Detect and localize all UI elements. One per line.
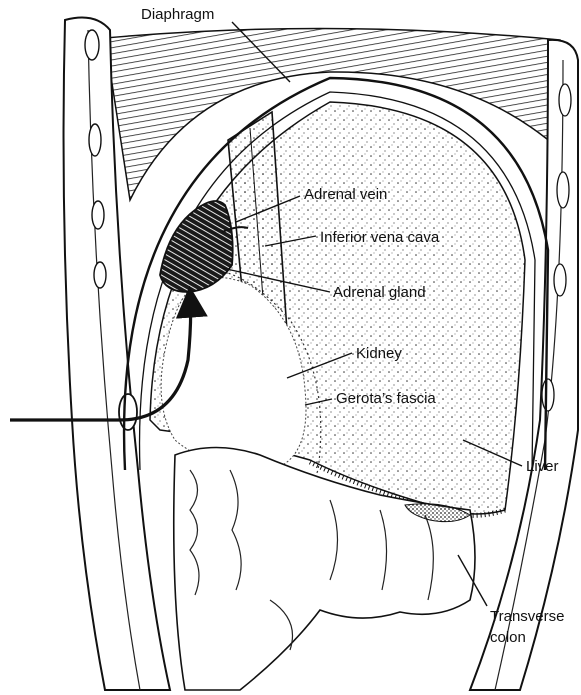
label-liver: Liver — [526, 458, 559, 475]
left-wall-node — [92, 201, 104, 229]
label-gerotas-fascia: Gerota’s fascia — [336, 390, 436, 407]
left-wall-node — [85, 30, 99, 60]
label-adrenal-vein: Adrenal vein — [304, 186, 387, 203]
label-inferior-vena-cava: Inferior vena cava — [320, 229, 439, 246]
left-wall-node — [89, 124, 101, 156]
right-wall-node — [542, 379, 554, 411]
left-wall-node — [94, 262, 106, 288]
label-kidney: Kidney — [356, 345, 402, 362]
left-wall-node — [119, 394, 137, 430]
right-wall-node — [557, 172, 569, 208]
label-diaphragm: Diaphragm — [141, 6, 214, 23]
label-adrenal-gland: Adrenal gland — [333, 284, 426, 301]
right-wall-node — [554, 264, 566, 296]
label-colon: colon — [490, 629, 526, 646]
right-wall-node — [559, 84, 571, 116]
label-transverse: Transverse — [490, 608, 564, 625]
